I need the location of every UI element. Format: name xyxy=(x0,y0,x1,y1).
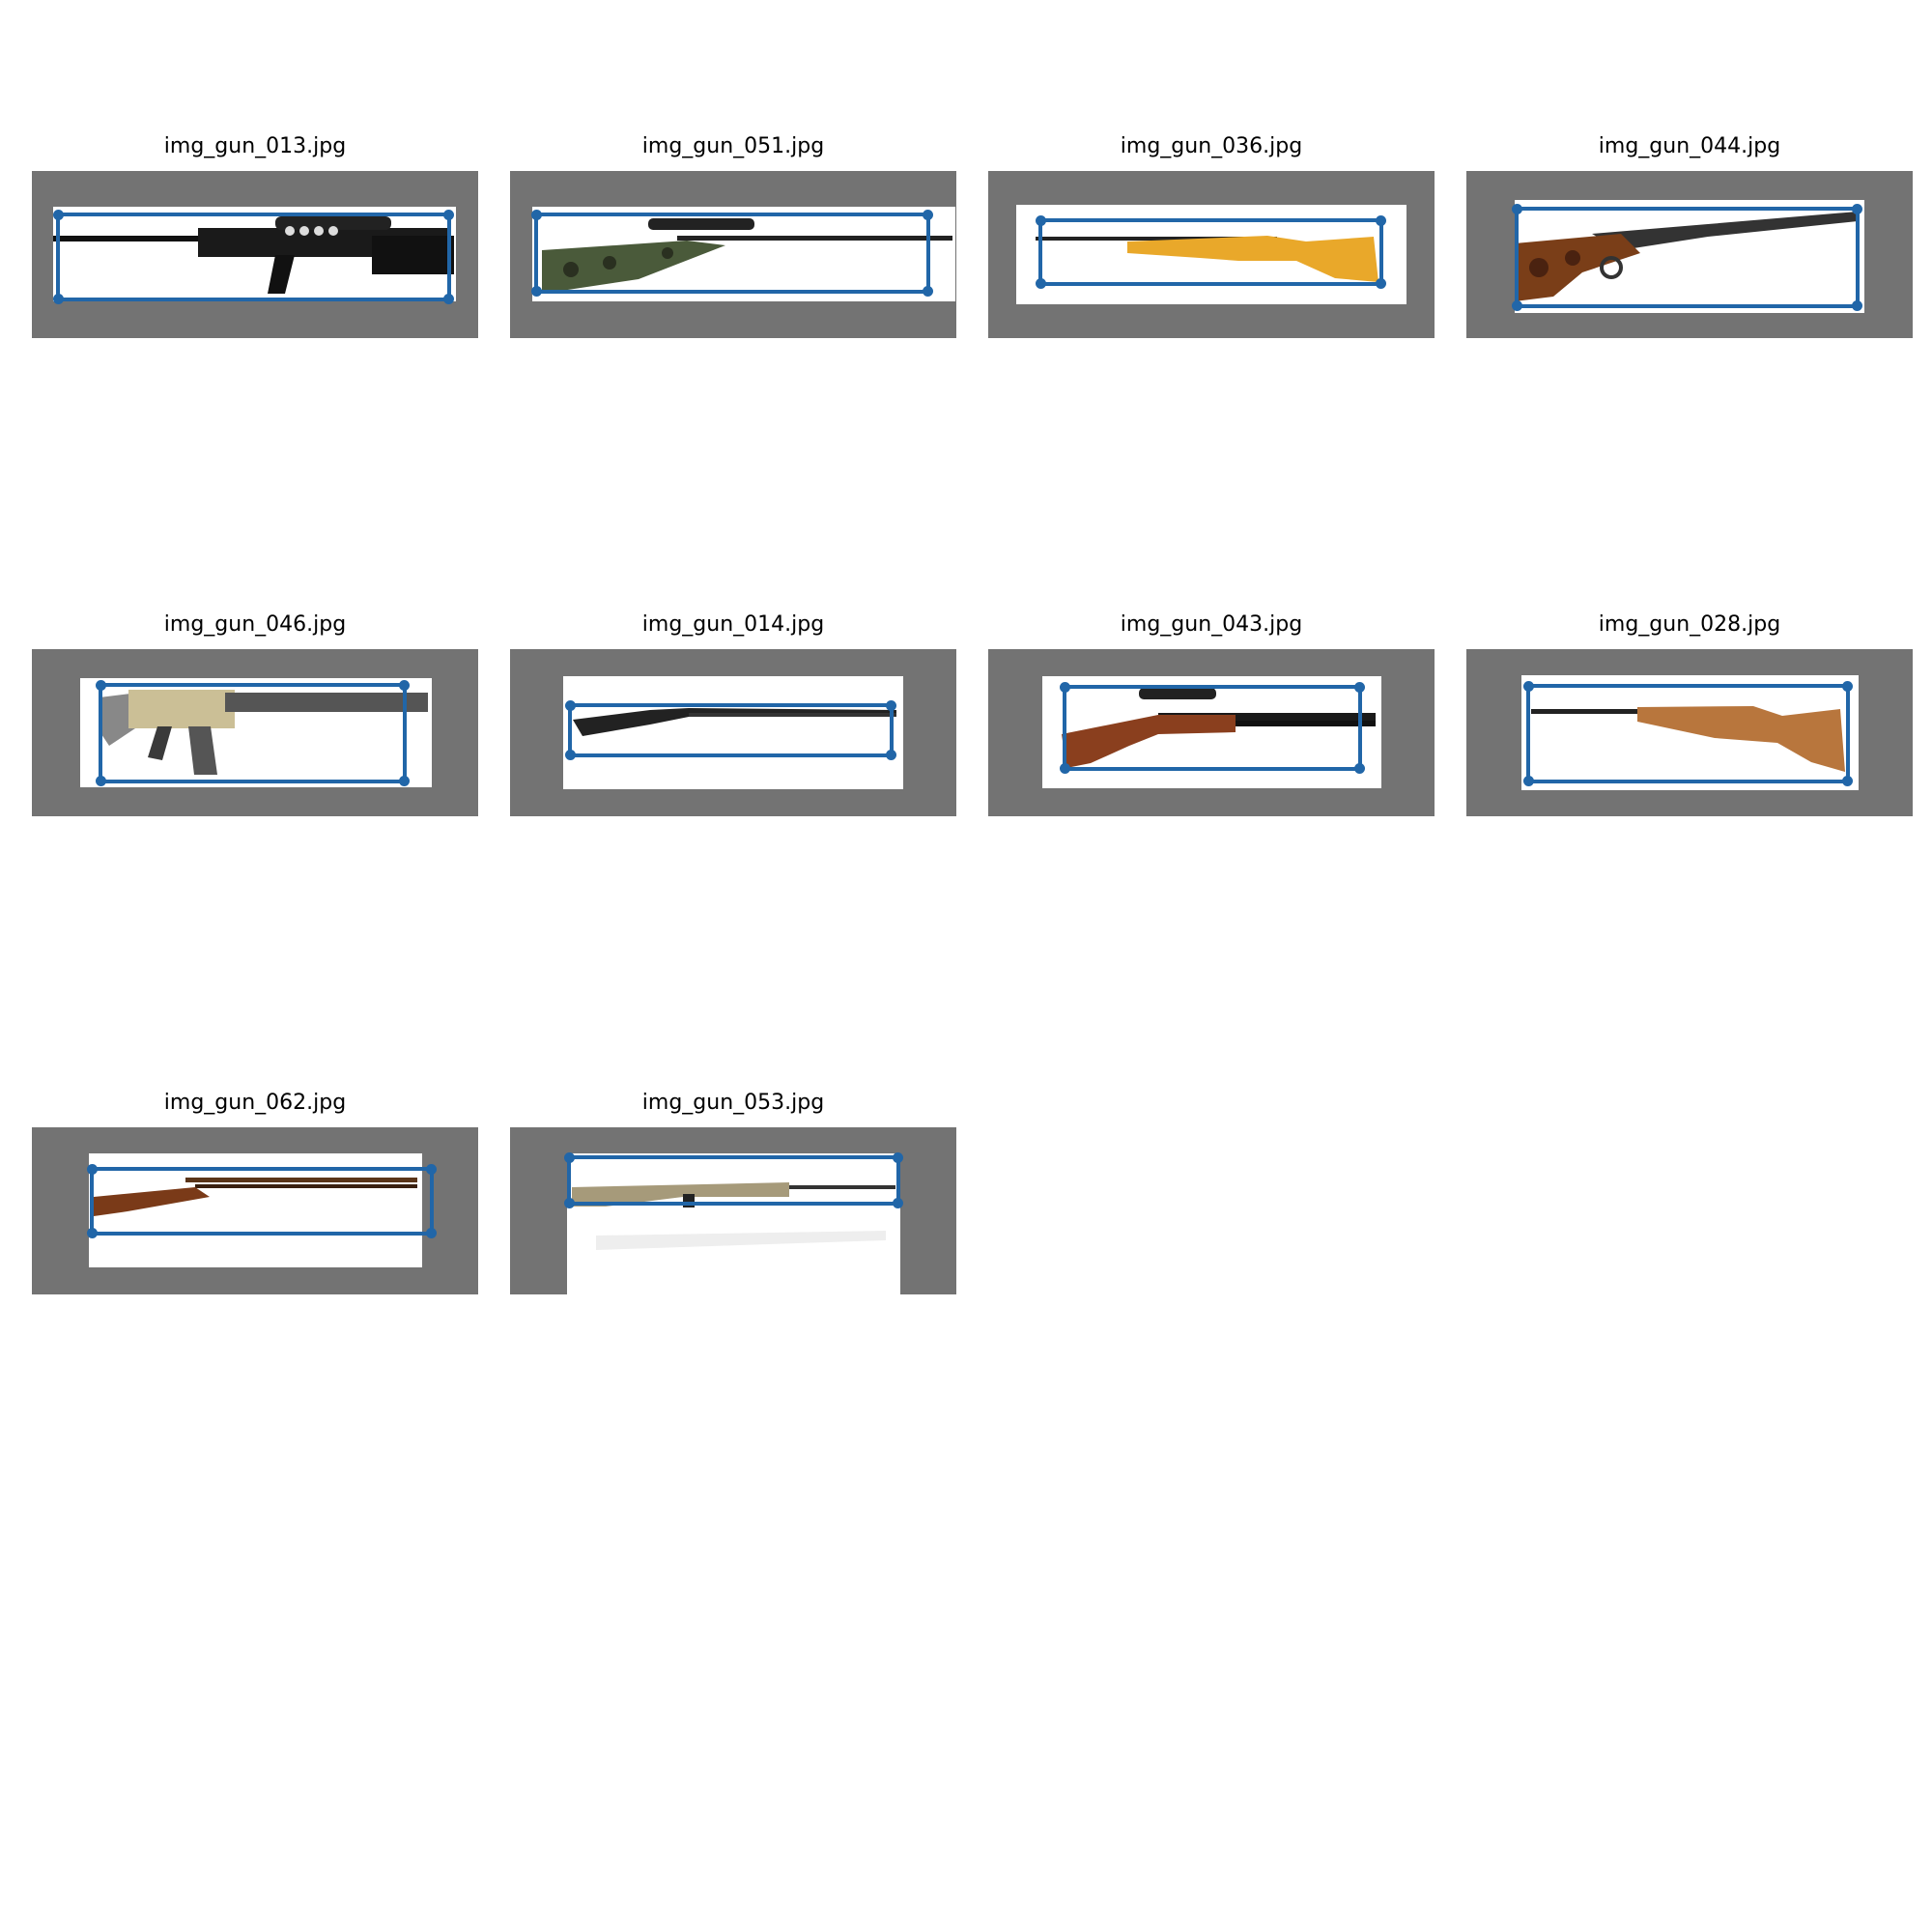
image-filename: img_gun_051.jpg xyxy=(641,134,825,158)
image-frame xyxy=(1466,171,1913,338)
resize-handle[interactable] xyxy=(1852,204,1862,214)
resize-handle[interactable] xyxy=(87,1164,98,1175)
target-rifle-icon xyxy=(1521,675,1859,790)
resize-handle[interactable] xyxy=(87,1228,98,1238)
image-filename: img_gun_014.jpg xyxy=(641,612,825,637)
resize-handle[interactable] xyxy=(399,680,410,691)
resize-handle[interactable] xyxy=(893,1198,903,1208)
image-filename: img_gun_036.jpg xyxy=(1120,134,1303,158)
bounding-box[interactable] xyxy=(564,1152,903,1208)
camo-bolt-rifle-icon xyxy=(532,207,955,301)
image-filename: img_gun_062.jpg xyxy=(163,1091,347,1115)
sniper-rifle-icon xyxy=(53,207,456,301)
resize-handle[interactable] xyxy=(1842,681,1853,692)
bounding-box[interactable] xyxy=(565,700,896,760)
resize-handle[interactable] xyxy=(1852,300,1862,311)
bounding-box[interactable] xyxy=(87,1164,437,1238)
bounding-box[interactable] xyxy=(1512,204,1862,311)
resize-handle[interactable] xyxy=(531,210,542,220)
walnut-hunting-rifle-icon xyxy=(1515,200,1864,313)
bounding-box[interactable] xyxy=(1523,681,1853,786)
image-frame xyxy=(32,171,478,338)
bounding-box[interactable] xyxy=(53,210,454,304)
image-frame xyxy=(1466,649,1913,816)
resize-handle[interactable] xyxy=(96,680,106,691)
bounding-box[interactable] xyxy=(531,210,933,297)
image-filename: img_gun_013.jpg xyxy=(163,134,347,158)
image-frame xyxy=(510,1127,956,1294)
image-frame xyxy=(510,649,956,816)
image-filename: img_gun_028.jpg xyxy=(1598,612,1781,637)
resize-handle[interactable] xyxy=(1512,204,1522,214)
resize-handle[interactable] xyxy=(1523,681,1534,692)
resize-handle[interactable] xyxy=(426,1228,437,1238)
antique-rifle-icon xyxy=(89,1153,422,1267)
resize-handle[interactable] xyxy=(923,210,933,220)
image-frame xyxy=(988,171,1435,338)
resize-handle[interactable] xyxy=(886,750,896,760)
image-filename: img_gun_043.jpg xyxy=(1120,612,1303,637)
bounding-box[interactable] xyxy=(1060,682,1365,774)
resize-handle[interactable] xyxy=(923,286,933,297)
resize-handle[interactable] xyxy=(893,1152,903,1163)
bounding-box[interactable] xyxy=(1036,215,1386,289)
ar-rifle-icon xyxy=(80,678,432,787)
resize-handle[interactable] xyxy=(564,1152,575,1163)
resize-handle[interactable] xyxy=(1376,215,1386,226)
resize-handle[interactable] xyxy=(1354,763,1365,774)
resize-handle[interactable] xyxy=(564,1198,575,1208)
resize-handle[interactable] xyxy=(1060,682,1070,693)
resize-handle[interactable] xyxy=(1842,776,1853,786)
resize-handle[interactable] xyxy=(1376,278,1386,289)
resize-handle[interactable] xyxy=(53,294,64,304)
resize-handle[interactable] xyxy=(1354,682,1365,693)
resize-handle[interactable] xyxy=(96,776,106,786)
resize-handle[interactable] xyxy=(565,750,576,760)
resize-handle[interactable] xyxy=(531,286,542,297)
resize-handle[interactable] xyxy=(399,776,410,786)
resize-handle[interactable] xyxy=(886,700,896,711)
resize-handle[interactable] xyxy=(1036,278,1046,289)
image-frame xyxy=(32,1127,478,1294)
resize-handle[interactable] xyxy=(426,1164,437,1175)
bounding-box[interactable] xyxy=(96,680,410,786)
resize-handle[interactable] xyxy=(53,210,64,220)
resize-handle[interactable] xyxy=(565,700,576,711)
image-frame xyxy=(32,649,478,816)
resize-handle[interactable] xyxy=(1060,763,1070,774)
image-filename: img_gun_044.jpg xyxy=(1598,134,1781,158)
image-filename: img_gun_046.jpg xyxy=(163,612,347,637)
resize-handle[interactable] xyxy=(1512,300,1522,311)
resize-handle[interactable] xyxy=(443,294,454,304)
resize-handle[interactable] xyxy=(1036,215,1046,226)
resize-handle[interactable] xyxy=(1523,776,1534,786)
image-filename: img_gun_053.jpg xyxy=(641,1091,825,1115)
image-frame xyxy=(510,171,956,338)
resize-handle[interactable] xyxy=(443,210,454,220)
shotgun-icon xyxy=(563,676,903,789)
image-frame xyxy=(988,649,1435,816)
precision-rifle-icon xyxy=(567,1153,900,1294)
